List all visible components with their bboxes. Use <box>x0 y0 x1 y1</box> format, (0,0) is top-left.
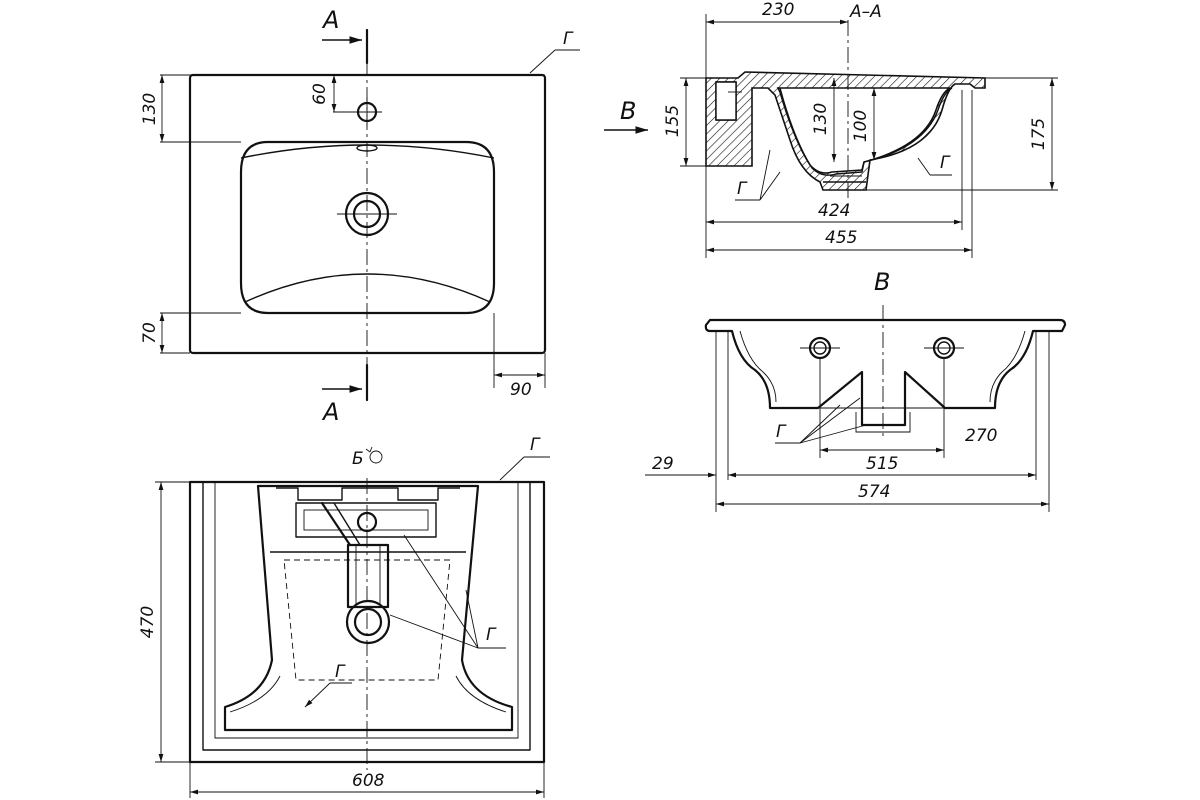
dim-130-section: 130 <box>811 103 831 135</box>
view-marker-b: B <box>620 97 636 125</box>
dim-455: 455 <box>825 228 857 248</box>
section-marker-top: A <box>321 6 339 34</box>
bottom-drain-inner <box>353 607 383 637</box>
dim-230: 230 <box>762 0 794 20</box>
surface-label-bottom-left: Г <box>335 662 346 682</box>
surface-label-top: Г <box>563 29 574 49</box>
dim-100: 100 <box>851 110 871 142</box>
section-marker-bottom: A <box>321 398 339 426</box>
top-view: A A Г 130 60 70 90 <box>140 6 580 426</box>
dim-29: 29 <box>652 454 674 474</box>
dim-424: 424 <box>818 201 850 221</box>
view-b: B Г 270 515 29 574 <box>645 268 1067 512</box>
bottom-view-title: Б <box>352 449 364 469</box>
dim-515: 515 <box>866 454 898 474</box>
dim-60: 60 <box>310 83 330 105</box>
surface-label-bottom-right: Г <box>486 625 497 645</box>
dim-130: 130 <box>140 93 160 125</box>
surface-label-section-left: Г <box>737 179 748 199</box>
bottom-drain-outer <box>345 599 391 645</box>
surface-label-bottom-top: Г <box>530 435 541 455</box>
dim-70: 70 <box>140 322 160 344</box>
overflow-channel <box>295 502 437 538</box>
drain-column <box>346 543 390 609</box>
view-rotation-icon <box>369 450 383 464</box>
dim-470: 470 <box>138 606 158 638</box>
bowl-outline <box>239 140 496 315</box>
dim-574: 574 <box>858 482 890 502</box>
bottom-view: Б Г Г <box>138 435 550 798</box>
dim-270: 270 <box>965 426 997 446</box>
bowl-lower-curve <box>244 273 491 303</box>
dim-155: 155 <box>663 105 683 137</box>
surface-label-section-right: Г <box>940 153 951 173</box>
bottom-bowl <box>223 484 514 732</box>
section-view: A–A B 230 155 130 100 175 424 455 <box>604 0 1058 258</box>
section-title: A–A <box>849 2 882 22</box>
view-b-outline <box>704 318 1067 427</box>
dim-175: 175 <box>1029 118 1049 150</box>
surface-label-view-b: Г <box>776 422 787 442</box>
dim-608: 608 <box>352 771 385 791</box>
view-b-title: B <box>874 268 890 296</box>
dim-90: 90 <box>510 380 532 400</box>
